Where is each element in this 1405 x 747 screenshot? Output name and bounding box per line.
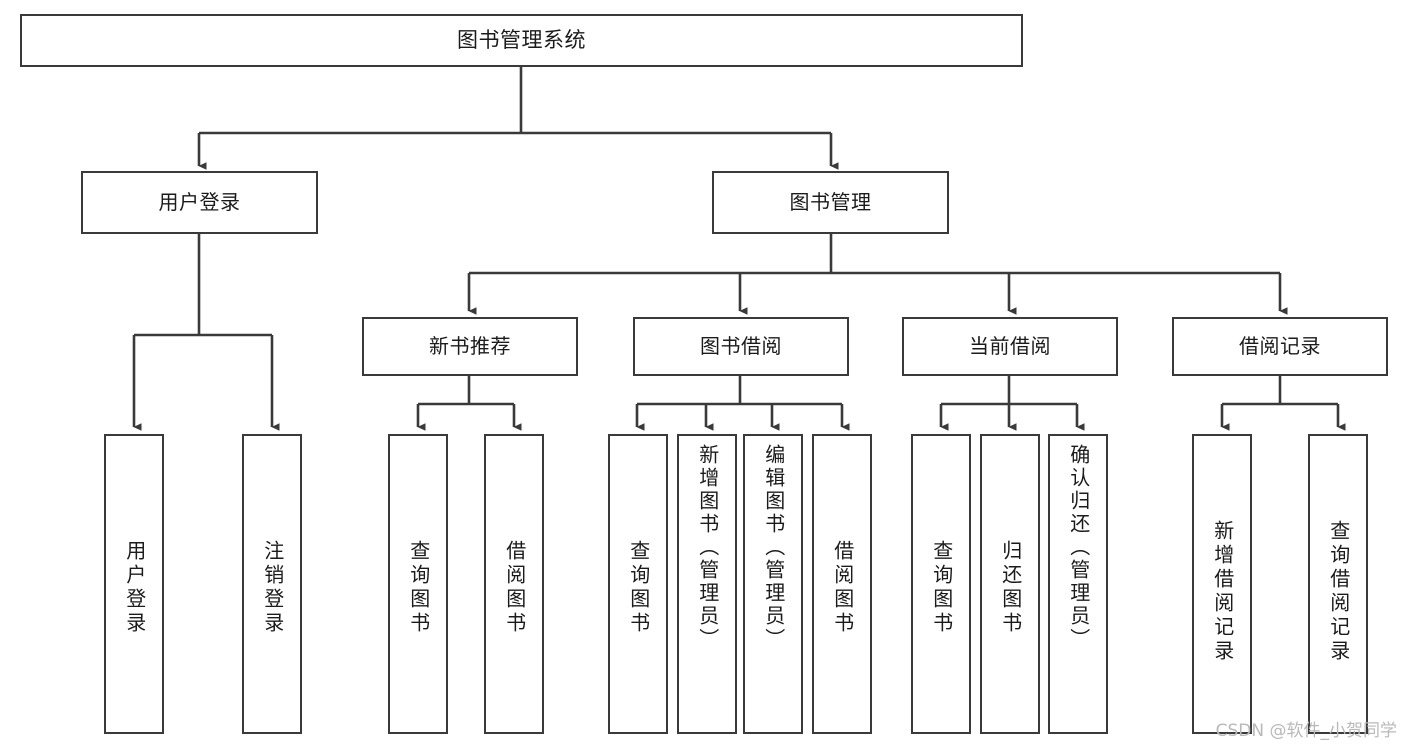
csdn-watermark: CSDN @软件_小贺同学 [1215,721,1397,741]
node-label: 借阅图书 [830,540,855,636]
node-label: 当前借阅 [969,334,1051,359]
node-leaf-return-book[interactable]: 归还图书 [980,434,1040,734]
node-label: 查询借阅记录 [1326,520,1351,664]
node-leaf-add-book-admin[interactable]: 新增图书（管理员） [677,434,737,734]
node-leaf-query-borrow-record[interactable]: 查询借阅记录 [1308,434,1368,734]
node-current-borrow[interactable]: 当前借阅 [902,317,1118,376]
node-leaf-query-book-borrow[interactable]: 查询图书 [608,434,668,734]
node-leaf-query-book-current[interactable]: 查询图书 [911,434,971,734]
node-new-book-recommend[interactable]: 新书推荐 [362,317,578,376]
node-label: 借阅图书 [502,540,527,636]
node-borrow-record[interactable]: 借阅记录 [1172,317,1388,376]
node-label: 新增图书（管理员） [695,444,720,651]
node-leaf-edit-book-admin[interactable]: 编辑图书（管理员） [743,434,803,734]
node-label: 归还图书 [998,540,1023,636]
node-leaf-logout-login[interactable]: 注销登录 [242,434,302,734]
node-label: 新书推荐 [429,334,511,359]
node-label: 用户登录 [158,190,241,215]
node-leaf-borrow-book-recommend[interactable]: 借阅图书 [484,434,544,734]
node-leaf-query-book-recommend[interactable]: 查询图书 [388,434,448,734]
node-leaf-confirm-return-admin[interactable]: 确认归还（管理员） [1048,434,1108,734]
node-label: 注销登录 [260,540,285,636]
node-user-login[interactable]: 用户登录 [81,171,318,234]
node-label: 编辑图书（管理员） [761,444,786,651]
node-label: 新增借阅记录 [1210,520,1235,664]
node-label: 图书管理 [789,190,872,215]
node-label: 借阅记录 [1239,334,1321,359]
node-root-book-management-system[interactable]: 图书管理系统 [20,14,1023,67]
node-book-management[interactable]: 图书管理 [712,171,949,234]
node-leaf-add-borrow-record[interactable]: 新增借阅记录 [1192,434,1252,734]
node-label: 查询图书 [406,540,431,636]
node-label: 查询图书 [626,540,651,636]
node-label: 图书借阅 [700,334,782,359]
node-label: 确认归还（管理员） [1066,444,1091,651]
node-label: 用户登录 [122,540,147,636]
node-leaf-borrow-book-borrow[interactable]: 借阅图书 [812,434,872,734]
node-label: 图书管理系统 [457,27,586,52]
node-leaf-user-login[interactable]: 用户登录 [104,434,164,734]
node-book-borrow[interactable]: 图书借阅 [633,317,849,376]
node-label: 查询图书 [929,540,954,636]
